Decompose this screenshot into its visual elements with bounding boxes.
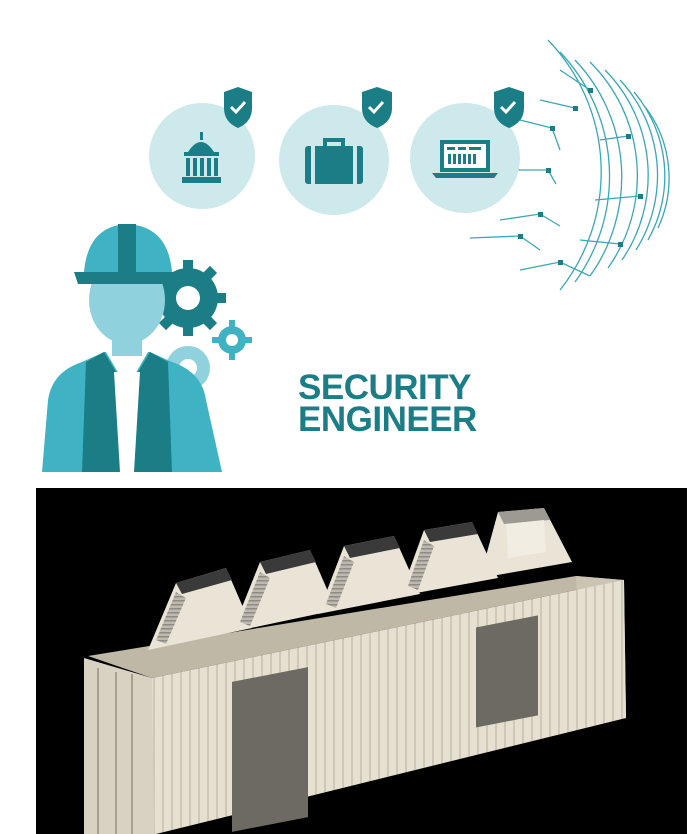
- laptop-icon: [432, 140, 498, 178]
- shipping-container-image: [84, 508, 626, 834]
- gear-icon: [212, 320, 252, 360]
- illustration-canvas: [42, 39, 670, 472]
- laptop-icon-group: [410, 87, 524, 213]
- briefcase-icon: [305, 138, 363, 184]
- cooling-hood: [318, 536, 420, 614]
- container-roof: [88, 576, 624, 678]
- government-building-icon: [182, 132, 221, 183]
- side-door-left: [232, 667, 308, 832]
- container-door-bars: [97, 668, 133, 834]
- cooling-hood: [480, 508, 572, 578]
- page-title: SECURITY ENGINEER: [298, 368, 498, 439]
- engineer-figure: [42, 224, 222, 472]
- government-icon-group: [149, 87, 255, 209]
- shield-check-icon: [362, 87, 392, 128]
- title-line-1: SECURITY: [298, 368, 471, 407]
- circuit-nodes-graphic: [518, 88, 643, 265]
- shield-check-icon: [494, 87, 524, 128]
- briefcase-icon-group: [279, 87, 392, 215]
- title-line-2: ENGINEER: [298, 400, 477, 439]
- container-photo: [36, 488, 687, 834]
- cooling-hood: [232, 550, 336, 632]
- security-engineer-illustration: SECURITY ENGINEER: [42, 39, 670, 472]
- shield-check-icon: [224, 87, 252, 128]
- cooling-hood: [400, 522, 498, 596]
- cooling-hood: [148, 568, 252, 650]
- container-front-end: [84, 658, 154, 834]
- side-door-right: [476, 615, 538, 728]
